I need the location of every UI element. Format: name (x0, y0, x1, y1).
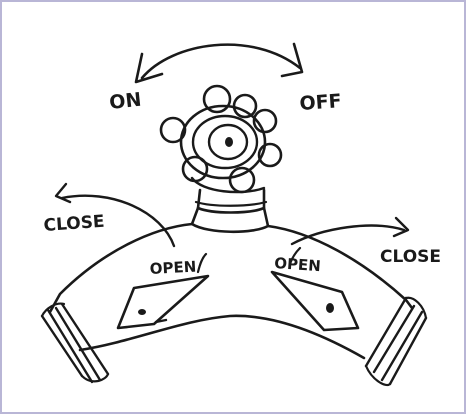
right-pipe-end (364, 296, 428, 387)
label-open-left: OPEN (149, 258, 196, 278)
close-arrow-left (54, 182, 176, 248)
label-close-right: CLOSE (380, 247, 441, 267)
valve-stem (190, 188, 270, 234)
valve-body (48, 222, 414, 360)
label-off: OFF (299, 90, 343, 115)
handwheel-knob (159, 84, 283, 194)
close-arrow-right (290, 216, 410, 246)
rotation-arrow (134, 42, 304, 84)
right-gate-plate (270, 270, 360, 332)
label-open-right: OPEN (274, 254, 322, 275)
label-close-left: CLOSE (43, 212, 105, 236)
left-gate-plate (116, 274, 210, 330)
open-right-pointer (288, 246, 302, 266)
left-pipe-end (40, 302, 110, 384)
open-left-pointer (196, 252, 208, 274)
label-on: ON (108, 89, 142, 114)
